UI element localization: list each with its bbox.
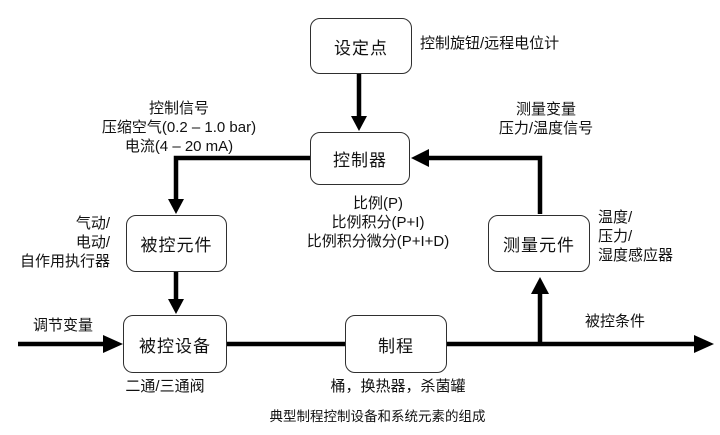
process-examples-label: 桶，换热器，杀菌罐 bbox=[330, 378, 466, 395]
measured-variable-note: 测量变量 压力/温度信号 bbox=[498, 101, 594, 137]
arrow-final-element-to-device bbox=[168, 271, 184, 314]
sensor-types-note: 温度/ 压力/ 湿度感应器 bbox=[598, 209, 674, 264]
controlled-device-box: 被控设备 bbox=[123, 315, 227, 373]
arrow-manipulated-input bbox=[18, 335, 123, 353]
arrow-process-to-sensor bbox=[531, 277, 549, 346]
actuator-types-note: 气动/ 电动/ 自作用执行器 bbox=[19, 215, 110, 270]
arrow-setpoint-to-controller bbox=[351, 73, 367, 131]
final-control-element-box: 被控元件 bbox=[126, 215, 227, 272]
arrow-sensor-to-controller bbox=[411, 149, 543, 214]
control-modes-note: 比例(P) 比例积分(P+I) 比例积分微分(P+I+D) bbox=[306, 195, 450, 250]
setpoint-note: 控制旋钮/远程电位计 bbox=[420, 35, 560, 52]
process-box: 制程 bbox=[345, 315, 447, 373]
valve-types-label: 二通/三通阀 bbox=[125, 378, 205, 395]
measuring-element-box: 测量元件 bbox=[488, 215, 590, 272]
diagram-caption: 典型制程控制设备和系统元素的组成 bbox=[269, 409, 486, 424]
setpoint-box: 设定点 bbox=[310, 18, 412, 74]
controlled-condition-label: 被控条件 bbox=[584, 313, 645, 330]
controller-box: 控制器 bbox=[310, 132, 410, 185]
manipulated-variable-label: 调节变量 bbox=[32, 317, 93, 334]
arrow-controller-to-final-element bbox=[168, 155, 311, 214]
control-signal-note: 控制信号 压缩空气(0.2 – 1.0 bar) 电流(4 – 20 mA) bbox=[101, 100, 257, 155]
